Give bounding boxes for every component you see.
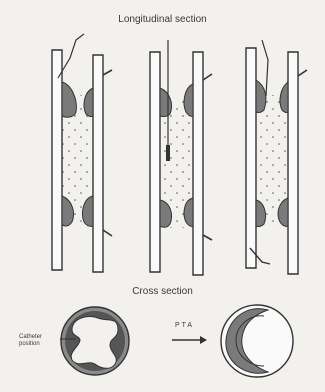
vessel-longitudinal-balloon: [150, 40, 212, 275]
pta-arrow: [172, 336, 207, 344]
cross-section-after: [221, 305, 293, 377]
cross-section-before: [60, 307, 129, 375]
vessel-longitudinal-after: [246, 40, 307, 274]
vessel-longitudinal-before: [52, 34, 112, 272]
